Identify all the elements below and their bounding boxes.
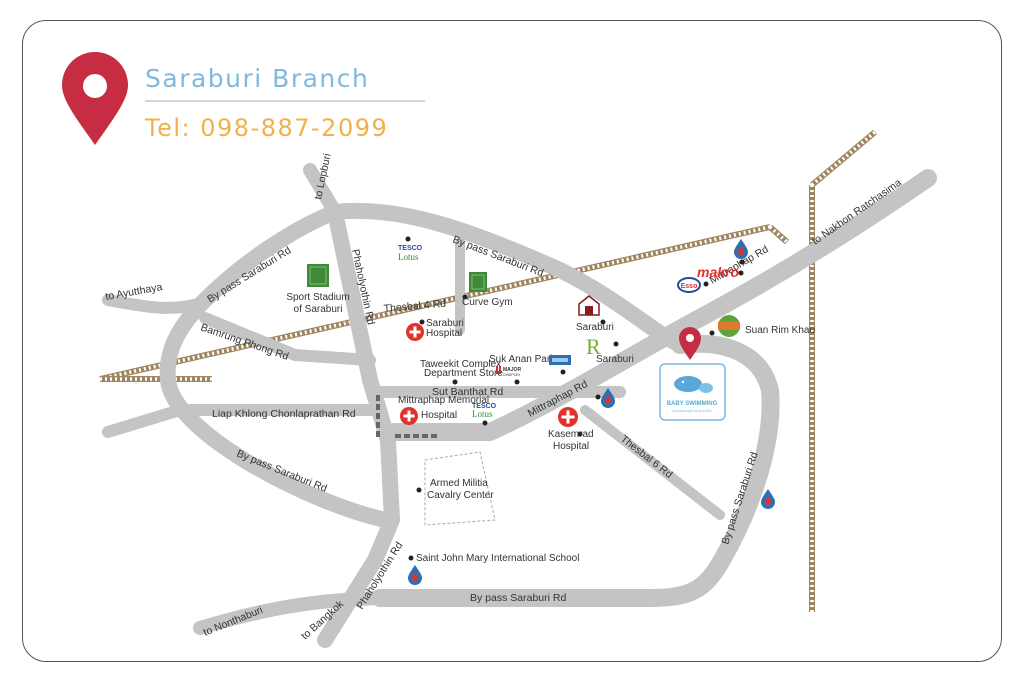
road-label-liap: Liap Khlong Chonlaprathan Rd	[212, 408, 356, 420]
saraburi-hospital-line2: Hospital	[426, 328, 462, 339]
saint-john-dot	[408, 555, 414, 561]
road-label-sut: Sut Banthat Rd	[432, 386, 503, 398]
gas-drop-icon	[761, 489, 775, 509]
baby-swimming-text: BABY SWIMMING	[667, 401, 718, 407]
stadium-label-line2: of Saraburi	[294, 304, 343, 315]
saint-john-label: Saint John Mary International School	[416, 553, 579, 564]
suan-rim-khao-dot	[709, 330, 715, 336]
makro-logo: makro	[697, 264, 739, 280]
baby-swimming-tagline: a precious gift for your kids	[672, 409, 712, 413]
armed-militia-dot	[416, 487, 422, 493]
stadium-icon	[307, 264, 329, 287]
esso-logo: Esso	[677, 277, 701, 293]
stadium-label-line1: Sport Stadium	[286, 292, 349, 303]
r-logo-icon: R	[586, 334, 601, 359]
kasemrad-line2: Hospital	[553, 441, 589, 452]
tesco-bottom-dot	[482, 420, 488, 426]
suan-rim-khao-logo	[718, 315, 740, 337]
header-pin-icon	[62, 52, 128, 145]
tesco-bottom-logo-line2: Lotus	[472, 409, 493, 419]
kasemrad-dot	[577, 431, 583, 437]
saraburi-hospital-dot	[419, 319, 425, 325]
makro-dot	[738, 270, 744, 276]
suk-anan-label: Suk Anan Park	[489, 354, 556, 365]
mittraphap-hospital-line1: Mittraphap Memorial	[398, 395, 489, 406]
hospital-cross-icon	[400, 407, 418, 425]
r-saraburi-label: Saraburi	[596, 354, 634, 365]
suan-rim-khao-label: Suan Rim Khao	[745, 325, 815, 336]
svg-text:Esso: Esso	[681, 283, 698, 290]
armed-militia-line2: Cavalry Center	[427, 490, 494, 501]
road-label-thesbal6: Thesbal 6 Rd	[618, 433, 675, 481]
gym-icon	[469, 272, 487, 292]
gas-drop-icon	[601, 388, 615, 408]
road-label-thesbal4: Thesbal 4 Rd	[383, 298, 446, 315]
tesco-top-dot	[405, 236, 411, 242]
tesco-top-logo-line1: TESCO	[398, 245, 423, 252]
mittraphap-hospital-line2: Hospital	[421, 410, 457, 421]
saraburi-station-label: Saraburi	[576, 322, 614, 333]
kasemrad-line1: Kasemrad	[548, 429, 594, 440]
phone-number: Tel: 098-887-2099	[144, 114, 388, 142]
gym-marker-dot	[462, 294, 468, 300]
whale-icon	[674, 376, 702, 392]
esso-dot	[703, 281, 709, 287]
baby-swimming-logo: BABY SWIMMING a precious gift for your k…	[659, 363, 726, 421]
road-label-mittraphap-center: Mittraphap Rd	[526, 378, 590, 420]
saraburi-hospital-line1: Saraburi	[426, 318, 464, 329]
armed-militia-area	[424, 451, 496, 526]
taweekit-line1: Taweekit Complex	[420, 359, 501, 370]
suk-anan-dot	[514, 379, 520, 385]
station-sign-dot	[560, 369, 566, 375]
branch-title: Saraburi Branch	[145, 64, 369, 93]
gym-label: Curve Gym	[462, 297, 513, 308]
road-network	[102, 163, 937, 648]
svg-text:MAJOR: MAJOR	[503, 367, 521, 373]
station-house-icon	[578, 295, 600, 316]
tesco-top-logo-line2: Lotus	[398, 252, 419, 262]
r-saraburi-dot	[613, 341, 619, 347]
svg-text:CINEPLEX: CINEPLEX	[503, 373, 521, 377]
road-label-bypass-bottom: By pass Saraburi Rd	[470, 592, 566, 604]
taweekit-dot	[452, 379, 458, 385]
dashed-road-segment	[376, 395, 440, 440]
map-pin-icon	[679, 327, 701, 360]
saraburi-station-dot	[600, 319, 606, 325]
map-card	[22, 20, 1002, 662]
major-cineplex-logo: MAJOR CINEPLEX	[496, 366, 521, 377]
hospital-cross-icon	[406, 323, 424, 341]
gas-drop-icon	[408, 565, 422, 585]
gas-drop-icon	[734, 239, 748, 259]
tesco-bottom-logo-line1: TESCO	[472, 403, 497, 410]
hospital-cross-icon	[558, 407, 578, 427]
armed-militia-line1: Armed Militia	[430, 478, 488, 489]
taweekit-line2: Department Store	[424, 368, 503, 379]
